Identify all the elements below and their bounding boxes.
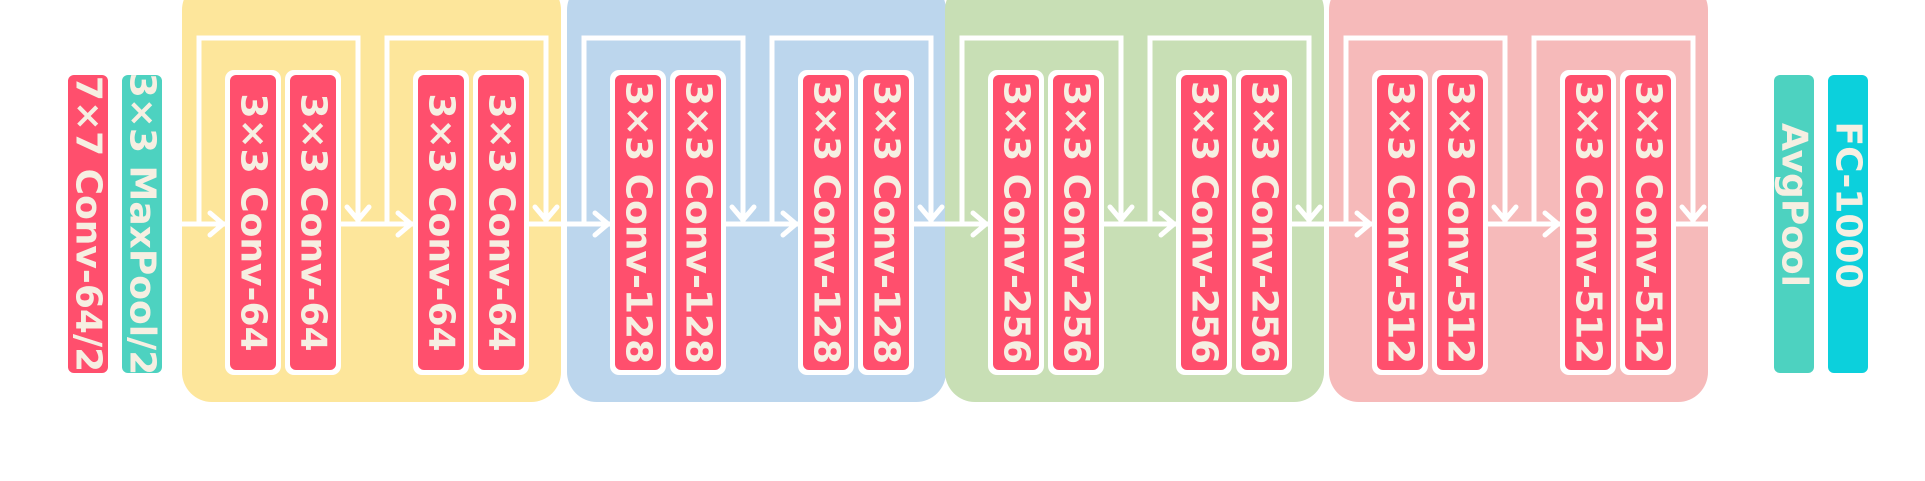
conv-layer-s1-b2-2-body (478, 75, 524, 370)
arrowhead-main-5 (1158, 210, 1177, 238)
arrowhead-main-2 (592, 210, 611, 238)
arrowhead-main-4 (970, 210, 989, 238)
conv-label-s4-b1-1: 3×3 Conv-512 (1380, 81, 1421, 364)
conv-layer-s4-b1-1-body (1377, 75, 1423, 370)
skip-connection-2 (384, 35, 549, 227)
conv-layer-s1-b1-2 (285, 70, 341, 375)
conv-label-s3-b1-1: 3×3 Conv-256 (996, 81, 1037, 364)
skip-connection-6 (1147, 35, 1312, 227)
conv-blocks: 3×3 Conv-64 3×3 Conv-64 3×3 Conv-64 3×3 Con… (225, 70, 1676, 375)
conv-layer-s4-b1-2-body (1437, 75, 1483, 370)
conv-layer-s4-b2-1 (1560, 70, 1616, 375)
arrowhead-skip-6 (1295, 204, 1323, 223)
conv-layer-s3-b2-2-body (1241, 75, 1287, 370)
arrowhead-skip-4 (917, 204, 945, 223)
conv-layer-s3-b2-1 (1176, 70, 1232, 375)
conv-label-s2-b1-2: 3×3 Conv-128 (678, 81, 719, 364)
conv-label-s4-b2-1: 3×3 Conv-512 (1568, 81, 1609, 364)
conv-layer-s3-b1-1-body (993, 75, 1039, 370)
arrowhead-skip-7 (1491, 204, 1519, 223)
conv-layer-s2-b2-1 (798, 70, 854, 375)
conv-layer-s3-b1-2 (1048, 70, 1104, 375)
conv-label-s1-b2-2: 3×3 Conv-64 (481, 93, 522, 351)
arrowhead-skip-5 (1107, 204, 1135, 223)
conv-layer-s4-b2-2 (1620, 70, 1676, 375)
arrowhead-main-6 (1354, 210, 1373, 238)
conv-layer-s3-b2-1-body (1181, 75, 1227, 370)
stem-label-1: 7×7 Conv-64/2 (68, 76, 109, 372)
conv-layer-s4-b2-2-body (1625, 75, 1671, 370)
stem-layers: 7×7 Conv-64/2 3×3 MaxPool/2 (68, 73, 163, 376)
conv-layer-s1-b2-1 (413, 70, 469, 375)
head-label-1: AvgPool (1774, 123, 1815, 287)
stem-layer-1 (68, 75, 108, 373)
conv-label-s2-b1-1: 3×3 Conv-128 (618, 81, 659, 364)
conv-layer-s1-b2-2 (473, 70, 529, 375)
skip-connection-7 (1343, 35, 1508, 227)
stem-layer-2 (122, 75, 162, 373)
head-layer-2-body (1828, 75, 1868, 373)
skip-connection-8 (1531, 35, 1696, 227)
conv-layer-s1-b1-1-body (230, 75, 276, 370)
conv-label-s1-b1-1: 3×3 Conv-64 (233, 93, 274, 351)
stem-layer-1-body (68, 75, 108, 373)
skip-connection-3 (581, 35, 746, 227)
arrowhead-main-0 (207, 210, 226, 238)
conv-layer-s1-b1-2-body (290, 75, 336, 370)
conv-label-s4-b1-2: 3×3 Conv-512 (1440, 81, 1481, 364)
head-layer-2 (1828, 75, 1868, 373)
conv-layer-s1-b1-1 (225, 70, 281, 375)
conv-label-s3-b2-2: 3×3 Conv-256 (1244, 81, 1285, 364)
conv-label-s2-b2-2: 3×3 Conv-128 (866, 81, 907, 364)
head-label-2: FC-1000 (1828, 122, 1869, 289)
stem-label-2: 3×3 MaxPool/2 (122, 73, 163, 376)
arrowhead-main-1 (395, 210, 414, 238)
conv-layer-s3-b1-1 (988, 70, 1044, 375)
arrowhead-skip-2 (532, 204, 560, 223)
skip-connection-4 (769, 35, 934, 227)
conv-layer-s4-b2-1-body (1565, 75, 1611, 370)
arrowhead-main-7 (1542, 210, 1561, 238)
conv-layer-s4-b1-1 (1372, 70, 1428, 375)
arrowhead-skip-3 (729, 204, 757, 223)
conv-layer-s2-b1-2 (670, 70, 726, 375)
conv-label-s3-b2-1: 3×3 Conv-256 (1184, 81, 1225, 364)
arrowhead-skip-8 (1679, 204, 1707, 223)
conv-layer-s3-b2-2 (1236, 70, 1292, 375)
conv-label-s1-b2-1: 3×3 Conv-64 (421, 93, 462, 351)
skip-connection-1 (196, 35, 361, 227)
head-layer-1 (1774, 75, 1814, 373)
arrowhead-main-3 (780, 210, 799, 238)
conv-layer-s2-b2-2-body (863, 75, 909, 370)
conv-label-s2-b2-1: 3×3 Conv-128 (806, 81, 847, 364)
conv-label-s1-b1-2: 3×3 Conv-64 (293, 93, 334, 351)
head-layers: AvgPool FC-1000 (1774, 75, 1869, 373)
head-layer-1-body (1774, 75, 1814, 373)
skip-connection-5 (959, 35, 1124, 227)
conv-label-s4-b2-2: 3×3 Conv-512 (1628, 81, 1669, 364)
connections (159, 35, 1713, 238)
stem-layer-2-body (122, 75, 162, 373)
conv-label-s3-b1-2: 3×3 Conv-256 (1056, 81, 1097, 364)
conv-layer-s2-b2-2 (858, 70, 914, 375)
conv-layer-s2-b2-1-body (803, 75, 849, 370)
conv-layer-s4-b1-2 (1432, 70, 1488, 375)
arrowhead-skip-1 (344, 204, 372, 223)
conv-layer-s1-b2-1-body (418, 75, 464, 370)
conv-layer-s2-b1-1 (610, 70, 666, 375)
conv-layer-s2-b1-1-body (615, 75, 661, 370)
conv-layer-s2-b1-2-body (675, 75, 721, 370)
conv-layer-s3-b1-2-body (1053, 75, 1099, 370)
